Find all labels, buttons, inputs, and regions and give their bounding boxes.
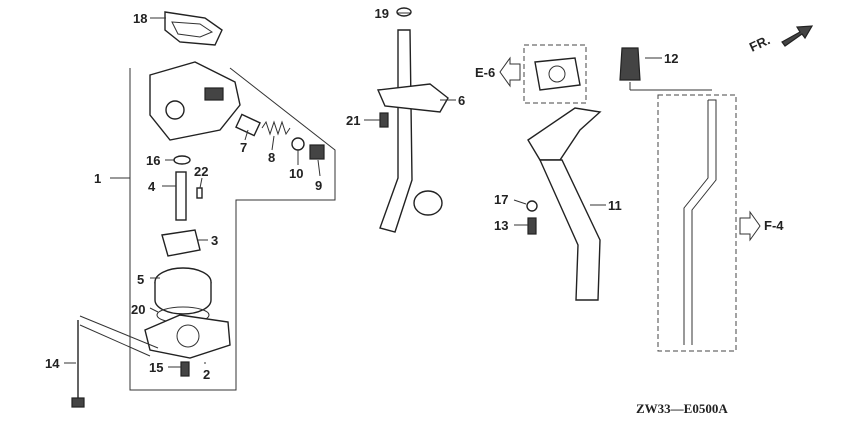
label-12: 12	[664, 51, 678, 66]
e6-ref-box	[523, 44, 587, 104]
label-3: 3	[211, 233, 218, 248]
label-4: 4	[148, 179, 156, 194]
assembly-outline	[129, 67, 336, 391]
label-22: 22	[194, 164, 208, 179]
washer-10	[291, 137, 305, 151]
inner-rotor-3	[161, 229, 201, 257]
bracket-11	[527, 107, 602, 161]
ref-f4[interactable]: F-4	[764, 218, 784, 233]
pump-cover-2	[144, 314, 231, 359]
label-1: 1	[94, 171, 101, 186]
bracket-6	[376, 83, 449, 113]
spring-8	[261, 120, 291, 136]
label-11: 11	[608, 198, 622, 213]
shaft-4	[175, 171, 187, 221]
label-7: 7	[240, 140, 247, 155]
front-arrow-icon	[781, 25, 814, 47]
ref-e6[interactable]: E-6	[475, 65, 495, 80]
f4-ref-box	[657, 94, 737, 352]
label-16: 16	[146, 153, 160, 168]
gasket-18	[164, 11, 223, 46]
diagram-code: ZW33—E0500A	[636, 401, 728, 416]
washer-17	[526, 200, 538, 212]
grommet-12	[619, 47, 641, 81]
label-8: 8	[268, 150, 275, 165]
bolt-21	[379, 112, 389, 128]
oil-strainer-pipe	[379, 29, 413, 233]
pipe-11	[538, 159, 601, 301]
label-20: 20	[131, 302, 145, 317]
label-21: 21	[346, 113, 360, 128]
arrow-right-icon	[739, 210, 761, 242]
direction-label: FR.	[747, 32, 772, 54]
bolt-15	[180, 361, 190, 377]
pin-22	[196, 187, 203, 199]
label-2: 2	[203, 367, 210, 382]
label-17: 17	[494, 192, 508, 207]
bolt-13	[527, 217, 537, 235]
label-14: 14	[45, 356, 60, 371]
label-9: 9	[315, 178, 322, 193]
label-6: 6	[458, 93, 465, 108]
label-10: 10	[289, 166, 303, 181]
o-ring-19	[396, 7, 412, 17]
oil-pump-body	[149, 61, 241, 141]
bolt-9	[309, 144, 325, 160]
label-5: 5	[137, 272, 144, 287]
arrow-left-icon	[499, 56, 521, 88]
label-13: 13	[494, 218, 508, 233]
label-18: 18	[133, 11, 147, 26]
label-15: 15	[149, 360, 163, 375]
label-19: 19	[375, 6, 389, 21]
valve-7	[235, 113, 261, 137]
